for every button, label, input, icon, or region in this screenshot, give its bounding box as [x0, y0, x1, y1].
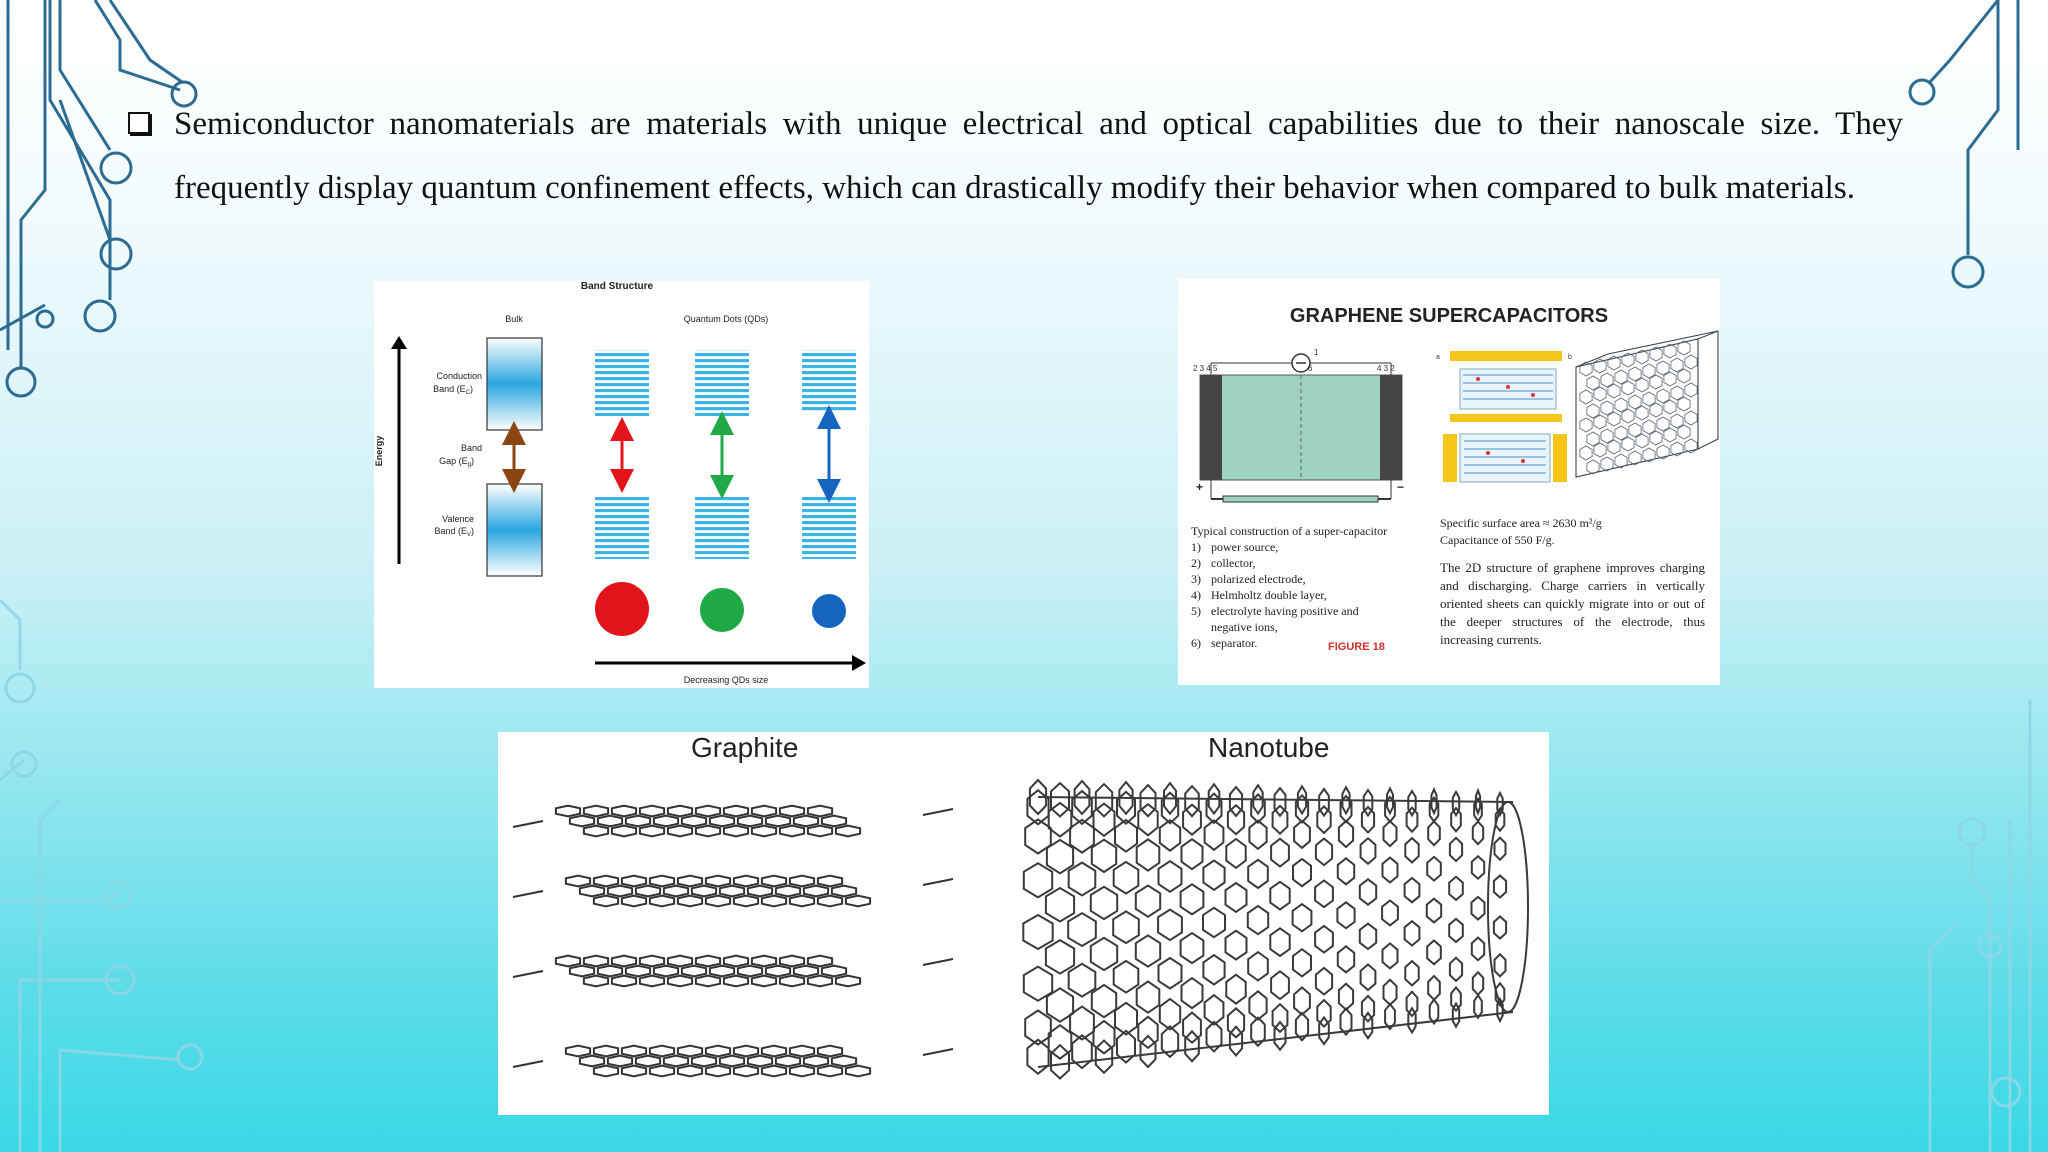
nanotube-label: Nanotube: [1208, 732, 1330, 763]
gap-label-1: Band: [461, 443, 482, 453]
band-title: Band Structure: [581, 281, 654, 292]
supercap-title: GRAPHENE SUPERCAPACITORS: [1289, 305, 1609, 327]
list-item: 6)separator.: [1191, 636, 1258, 650]
valence-label-2: Band (E: [434, 526, 467, 536]
bulk-label: Bulk: [505, 314, 523, 324]
list-item: 2)collector,: [1191, 556, 1256, 570]
graphene-electrode-diagram: a b: [1436, 330, 1719, 483]
list-item: 1)power source,: [1191, 540, 1279, 554]
diagram-numbers-right: 4 3 2: [1377, 364, 1395, 373]
gap-sub: g: [468, 462, 471, 468]
graphite-layers: [512, 804, 954, 1078]
diagram-numbers-left: 2 3 4 5: [1193, 364, 1218, 373]
plus-terminal: +: [1196, 480, 1203, 494]
list-item: 4)Helmholtz double layer,: [1191, 588, 1327, 602]
qd-column-small: [802, 350, 856, 628]
svg-text:Band (EV): Band (EV): [434, 526, 474, 538]
figure-label: FIGURE 18: [1328, 641, 1385, 653]
valence-label-1: Valence: [442, 514, 474, 524]
energy-label: Energy: [374, 436, 384, 467]
valence-sub: V: [467, 532, 471, 538]
diagram-number-top: 1: [1314, 348, 1319, 357]
conduction-label-1: Conduction: [436, 371, 482, 381]
graphene-supercapacitor-figure: GRAPHENE SUPERCAPACITORS 1 2 3 4 5 6 4 3…: [1178, 279, 1720, 685]
supercap-construction-list: Typical construction of a super-capacito…: [1191, 523, 1451, 651]
bullet-paragraph: Semiconductor nanomaterials are material…: [128, 92, 1903, 220]
qd-column-large: [595, 350, 649, 636]
bullet-text: Semiconductor nanomaterials are material…: [174, 106, 1903, 206]
label-a: a: [1436, 354, 1440, 361]
supercap-description-block: Specific surface area ≈ 2630 m²/g Capaci…: [1440, 515, 1705, 649]
band-structure-figure: Band Structure Bulk Quantum Dots (QDs) E…: [374, 281, 869, 688]
spec-capacitance: Capacitance of 550 F/g.: [1440, 533, 1555, 547]
valence-band-bulk: [486, 483, 543, 577]
checkbox-bullet-icon: [128, 112, 150, 134]
diagram-number-mid: 6: [1308, 364, 1313, 373]
size-axis-label: Decreasing QDs size: [684, 675, 769, 685]
supercap-description: The 2D structure of graphene improves ch…: [1440, 560, 1705, 647]
supercap-list-title: Typical construction of a super-capacito…: [1191, 524, 1388, 538]
minus-terminal: −: [1397, 480, 1404, 494]
conduction-band-bulk: [486, 337, 543, 431]
spec-surface-area: Specific surface area ≈ 2630 m²/g: [1440, 516, 1602, 530]
qd-label: Quantum Dots (QDs): [684, 314, 769, 324]
list-item: 3)polarized electrode,: [1191, 572, 1306, 586]
conduction-label-2: Band (E: [433, 384, 466, 394]
label-b: b: [1568, 354, 1572, 361]
svg-text:Gap (Eg): Gap (Eg): [439, 456, 474, 468]
supercap-cell-diagram: 1 2 3 4 5 6 4 3 2 + −: [1193, 348, 1404, 503]
conduction-sub: C: [466, 390, 471, 396]
svg-text:Band (EC): Band (EC): [433, 384, 473, 396]
list-item: 5)electrolyte having positive and negati…: [1191, 604, 1359, 634]
carbon-structures-figure: Graphite Nanotube: [498, 732, 1549, 1115]
qd-column-medium: [695, 350, 749, 632]
nanotube-structure: [1022, 778, 1529, 1080]
graphite-label: Graphite: [691, 732, 799, 763]
gap-label-2: Gap (E: [439, 456, 468, 466]
